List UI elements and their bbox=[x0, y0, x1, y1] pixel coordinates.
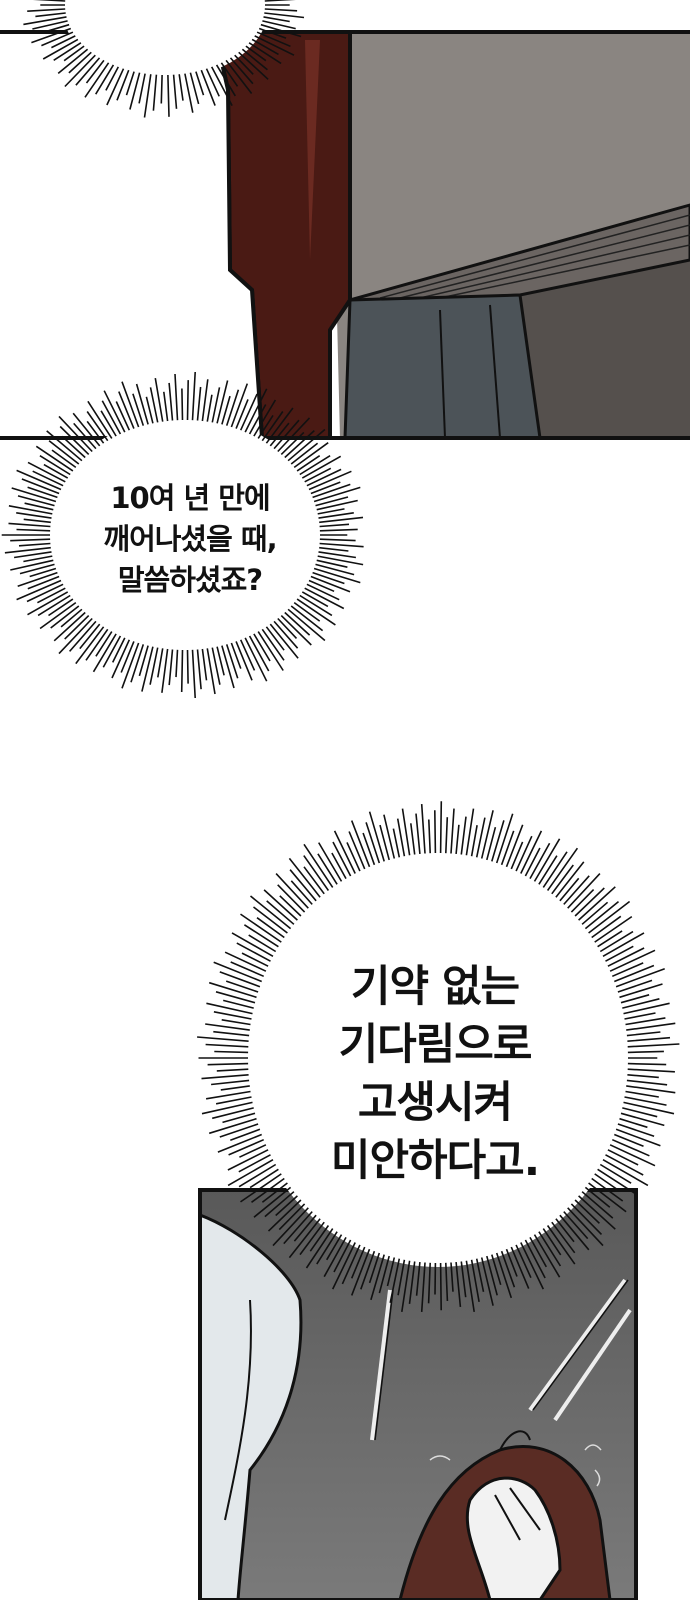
bubble-line: 미안하다고. bbox=[330, 1136, 540, 1186]
burst-spikes bbox=[23, 0, 305, 118]
burst-spikes bbox=[1, 371, 364, 699]
bubble-line: 10여 년 만에 bbox=[110, 481, 270, 515]
speech-bubble-first-text: 10여 년 만에 깨어나셨을 때, 말씀하셨죠? bbox=[60, 478, 320, 601]
speech-burst-first bbox=[1, 371, 364, 699]
speech-burst-top-fragment bbox=[23, 0, 305, 118]
bubble-line: 기약 없는 bbox=[350, 962, 520, 1012]
top-panel bbox=[0, 32, 690, 438]
bubble-line: 기다림으로 bbox=[338, 1020, 533, 1070]
speech-bubble-second-text: 기약 없는 기다림으로 고생시켜 미안하다고. bbox=[290, 958, 580, 1190]
bubble-line: 깨어나셨을 때, bbox=[103, 522, 277, 556]
bubble-line: 말씀하셨죠? bbox=[117, 563, 263, 597]
speech-burst-second bbox=[197, 801, 680, 1313]
burst-spikes bbox=[197, 801, 680, 1313]
bubble-line: 고생시켜 bbox=[357, 1078, 513, 1128]
